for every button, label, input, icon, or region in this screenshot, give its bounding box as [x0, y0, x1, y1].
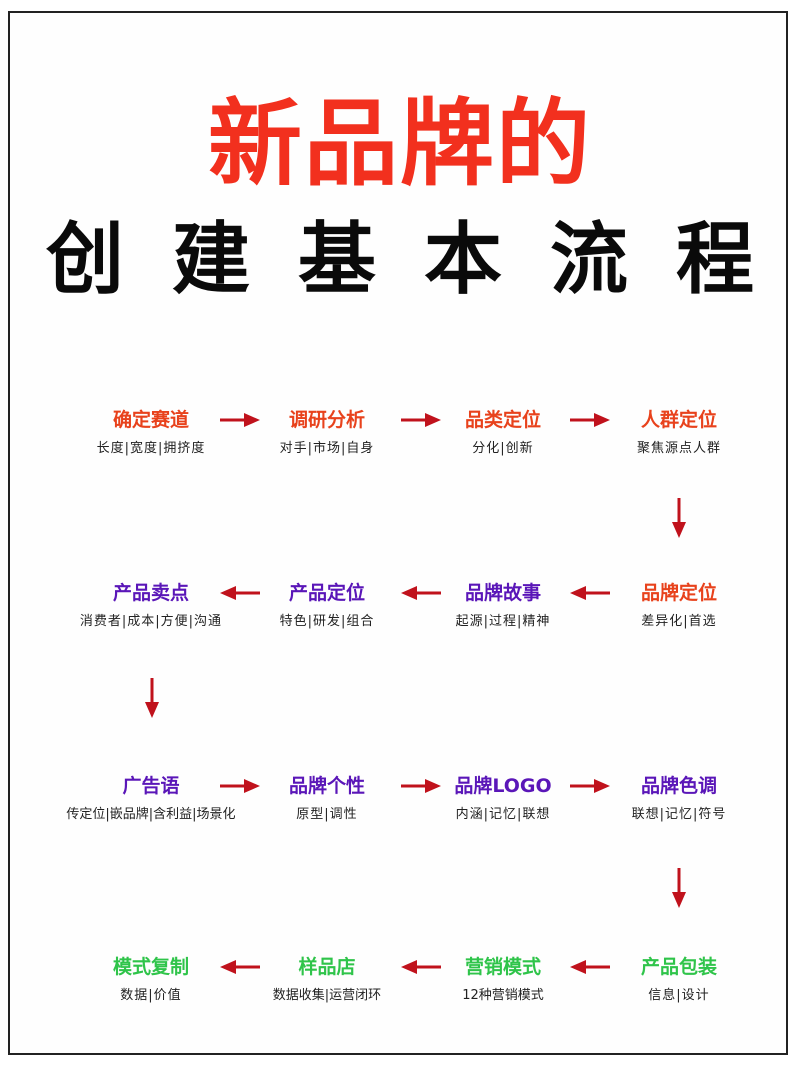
step-brand-story: 品牌故事 起源|过程|精神: [418, 581, 588, 631]
step-product-packaging: 产品包装 信息|设计: [594, 955, 764, 1005]
step-title: 品牌定位: [640, 582, 717, 604]
step-title: 品牌色调: [640, 775, 717, 797]
step-subtitle: 对手|市场|自身: [279, 441, 375, 456]
step-product-positioning: 产品定位 特色|研发|组合: [242, 581, 412, 631]
step-brand-color: 品牌色调 联想|记忆|符号: [594, 774, 764, 824]
step-title: 营销模式: [464, 956, 541, 978]
step-model-replication: 模式复制 数据|价值: [66, 955, 236, 1005]
arrow-left-icon: [401, 960, 441, 974]
step-product-selling-point: 产品卖点 消费者|成本|方便|沟通: [66, 581, 236, 631]
poster-frame: [8, 11, 788, 1055]
step-title: 确定赛道: [112, 409, 189, 431]
title-line-2: 创 建 基 本 流 程: [40, 210, 760, 310]
step-title: 产品卖点: [112, 582, 189, 604]
step-title: 广告语: [122, 775, 180, 797]
step-title: 调研分析: [288, 409, 365, 431]
step-subtitle: 内涵|记忆|联想: [455, 807, 551, 822]
arrow-right-icon: [570, 779, 610, 793]
title-char: 建: [171, 215, 250, 305]
arrow-down-icon: [145, 678, 159, 718]
arrow-right-icon: [401, 779, 441, 793]
step-subtitle: 特色|研发|组合: [279, 614, 375, 629]
step-title: 品牌个性: [288, 775, 365, 797]
title-char: 基: [297, 215, 376, 305]
step-title: 样品店: [298, 956, 356, 978]
step-brand-logo: 品牌LOGO 内涵|记忆|联想: [418, 774, 588, 824]
step-subtitle: 数据收集|运营闭环: [272, 988, 382, 1003]
arrow-left-icon: [570, 960, 610, 974]
step-title: 品牌LOGO: [454, 775, 552, 797]
step-title: 模式复制: [112, 956, 189, 978]
arrow-down-icon: [672, 498, 686, 538]
step-title: 品牌故事: [464, 582, 541, 604]
step-subtitle: 传定位|嵌品牌|含利益|场景化: [66, 807, 236, 822]
step-category-positioning: 品类定位 分化|创新: [418, 408, 588, 458]
step-brand-positioning: 品牌定位 差异化|首选: [594, 581, 764, 631]
step-subtitle: 原型|调性: [296, 807, 358, 822]
step-subtitle: 差异化|首选: [641, 614, 717, 629]
arrow-right-icon: [401, 413, 441, 427]
arrow-right-icon: [570, 413, 610, 427]
title-char: 程: [675, 215, 754, 305]
step-title: 人群定位: [640, 409, 717, 431]
step-confirm-track: 确定赛道 长度|宽度|拥挤度: [66, 408, 236, 458]
step-brand-personality: 品牌个性 原型|调性: [242, 774, 412, 824]
arrow-right-icon: [220, 779, 260, 793]
title-char: 创: [45, 215, 124, 305]
arrow-left-icon: [220, 586, 260, 600]
step-subtitle: 数据|价值: [120, 988, 182, 1003]
step-title: 产品包装: [640, 956, 717, 978]
step-subtitle: 长度|宽度|拥挤度: [96, 441, 206, 456]
arrow-down-icon: [672, 868, 686, 908]
step-sample-store: 样品店 数据收集|运营闭环: [242, 955, 412, 1005]
step-subtitle: 信息|设计: [648, 988, 710, 1003]
step-subtitle: 起源|过程|精神: [455, 614, 551, 629]
step-subtitle: 12种营销模式: [462, 988, 544, 1003]
step-subtitle: 分化|创新: [472, 441, 534, 456]
step-audience-positioning: 人群定位 聚焦源点人群: [594, 408, 764, 458]
step-title: 品类定位: [464, 409, 541, 431]
step-title: 产品定位: [288, 582, 365, 604]
title-char: 本: [423, 215, 502, 305]
arrow-right-icon: [220, 413, 260, 427]
step-subtitle: 联想|记忆|符号: [631, 807, 727, 822]
title-char: 流: [549, 215, 628, 305]
step-research: 调研分析 对手|市场|自身: [242, 408, 412, 458]
step-slogan: 广告语 传定位|嵌品牌|含利益|场景化: [66, 774, 236, 824]
title-line-1: 新品牌的: [207, 90, 592, 199]
step-subtitle: 消费者|成本|方便|沟通: [79, 614, 223, 629]
step-marketing-model: 营销模式 12种营销模式: [418, 955, 588, 1005]
arrow-left-icon: [220, 960, 260, 974]
step-subtitle: 聚焦源点人群: [636, 441, 721, 456]
arrow-left-icon: [570, 586, 610, 600]
arrow-left-icon: [401, 586, 441, 600]
